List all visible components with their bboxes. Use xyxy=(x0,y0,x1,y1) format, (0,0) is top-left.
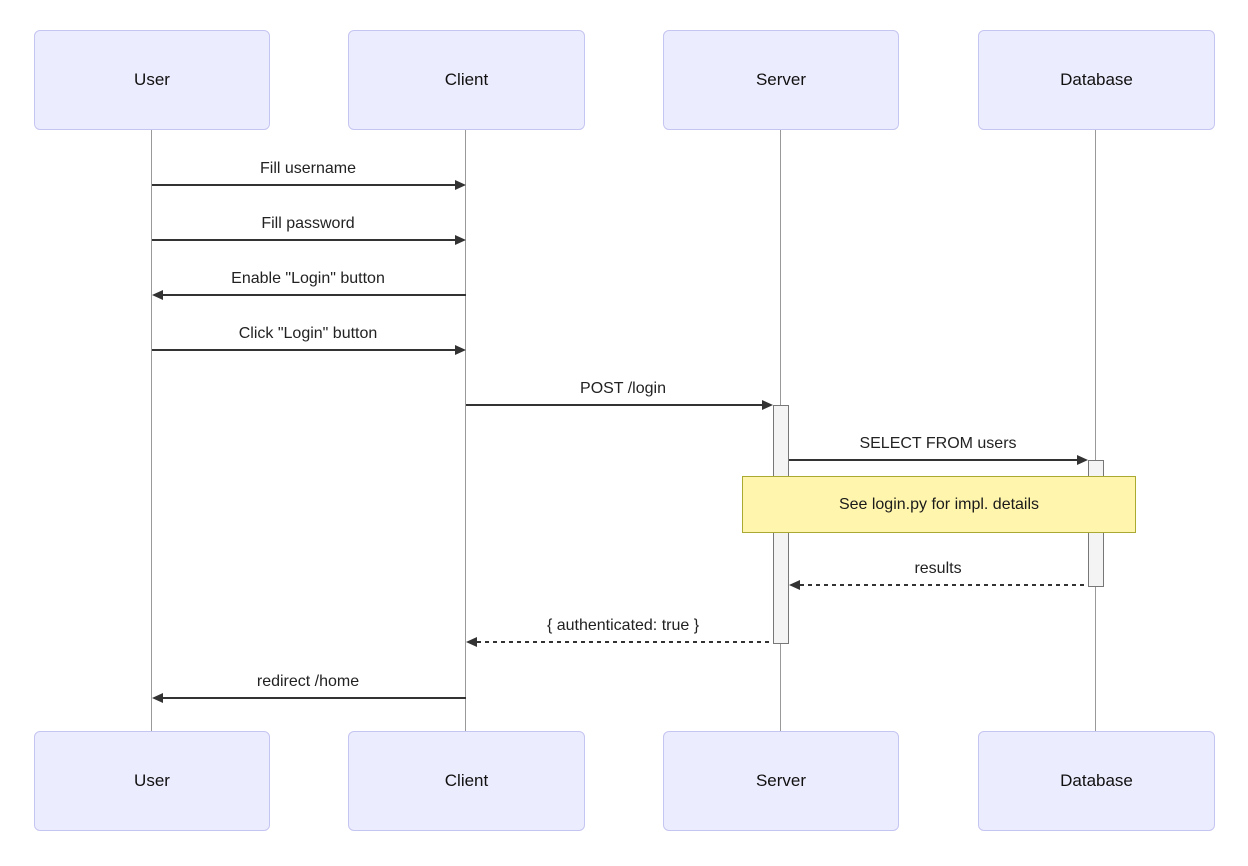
arrowhead-right-icon xyxy=(1077,455,1088,465)
message-arrow-line xyxy=(800,584,1088,586)
message-arrow-line xyxy=(152,239,455,241)
message-arrow-line xyxy=(152,184,455,186)
actor-box-database-top: Database xyxy=(978,30,1215,130)
message-arrow-line xyxy=(789,459,1077,461)
arrowhead-left-icon xyxy=(789,580,800,590)
message-label: results xyxy=(914,560,962,577)
arrowhead-right-icon xyxy=(762,400,773,410)
actor-box-client-top: Client xyxy=(348,30,585,130)
actor-box-user-top: User xyxy=(34,30,270,130)
message-label: Enable "Login" button xyxy=(231,270,385,287)
message-arrow-line xyxy=(477,641,773,643)
message-label: redirect /home xyxy=(256,673,360,690)
actor-box-client-bottom: Client xyxy=(348,731,585,831)
actor-box-server-top: Server xyxy=(663,30,899,130)
message-arrow-line xyxy=(152,349,455,351)
note-box: See login.py for impl. details xyxy=(742,476,1136,533)
actor-label: User xyxy=(134,70,170,89)
actor-label: Server xyxy=(755,70,807,89)
actor-label: Database xyxy=(1060,771,1133,790)
message-label: Fill password xyxy=(261,215,355,232)
actor-box-server-bottom: Server xyxy=(663,731,899,831)
actor-label: Server xyxy=(755,771,807,790)
arrowhead-left-icon xyxy=(152,693,163,703)
lifeline-client xyxy=(465,130,466,731)
lifeline-database xyxy=(1095,130,1096,731)
message-arrow-line xyxy=(163,294,466,296)
arrowhead-left-icon xyxy=(466,637,477,647)
actor-box-user-bottom: User xyxy=(34,731,270,831)
actor-box-database-bottom: Database xyxy=(978,731,1215,831)
message-label: SELECT FROM users xyxy=(859,435,1017,452)
note-text: See login.py for impl. details xyxy=(838,495,1040,513)
arrowhead-right-icon xyxy=(455,235,466,245)
arrowhead-right-icon xyxy=(455,345,466,355)
message-label: { authenticated: true } xyxy=(546,617,700,634)
arrowhead-right-icon xyxy=(455,180,466,190)
message-label: Fill username xyxy=(259,160,357,177)
arrowhead-left-icon xyxy=(152,290,163,300)
message-arrow-line xyxy=(466,404,762,406)
actor-label: Database xyxy=(1060,70,1133,89)
message-label: Click "Login" button xyxy=(238,325,378,342)
actor-label: User xyxy=(134,771,170,790)
lifeline-user xyxy=(151,130,152,731)
actor-label: Client xyxy=(444,771,489,790)
actor-label: Client xyxy=(444,70,489,89)
message-label: POST /login xyxy=(580,380,666,397)
message-arrow-line xyxy=(163,697,466,699)
